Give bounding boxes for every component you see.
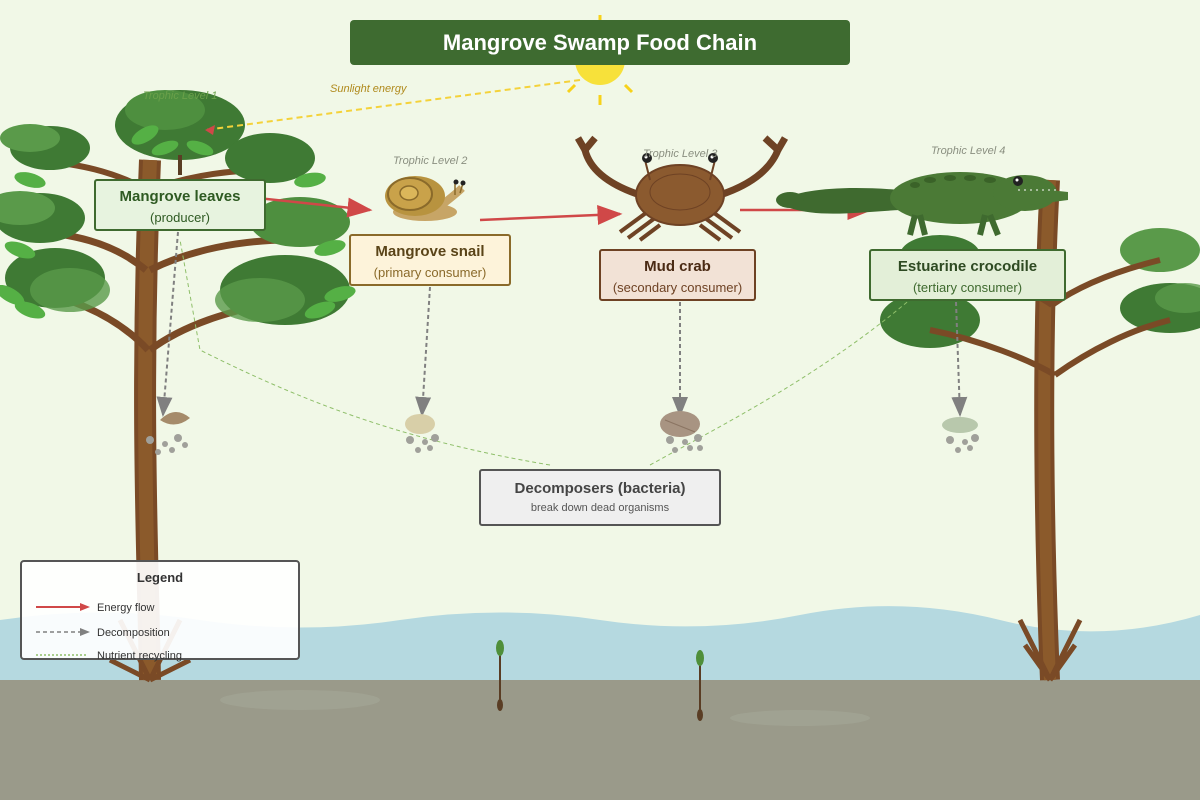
mangrove-leaves-box: Mangrove leaves (producer): [94, 179, 266, 231]
page-title: Mangrove Swamp Food Chain: [350, 20, 850, 65]
organism-role: (primary consumer): [373, 265, 487, 280]
sunlight-energy-label: Sunlight energy: [330, 83, 407, 95]
sunlight-ray: [204, 79, 581, 131]
decomposers-name: Decomposers (bacteria): [514, 480, 686, 497]
organism-name: Estuarine crocodile: [897, 258, 1038, 275]
trophic-level-2-label: Trophic Level 2: [393, 155, 468, 167]
organism-name: Mangrove leaves: [119, 188, 241, 205]
decomposers-description: break down dead organisms: [530, 502, 670, 514]
legend-swatches: [36, 603, 90, 656]
crab-icon: [574, 135, 789, 242]
pneumatophores: [496, 640, 704, 721]
organism-role: (secondary consumer): [612, 280, 743, 295]
organism-role: (producer): [150, 210, 210, 225]
decomposition-arrows: [156, 231, 968, 417]
trophic-level-3-label: Trophic Level 3: [643, 148, 718, 160]
legend-item-energy-flow: Energy flow: [97, 602, 155, 614]
mud-crab-box: Mud crab (secondary consumer): [599, 249, 756, 301]
estuarine-crocodile-box: Estuarine crocodile (tertiary consumer): [869, 249, 1066, 301]
crocodile-icon: [776, 172, 1068, 237]
water: [0, 606, 1200, 690]
organism-name: Mud crab: [644, 258, 711, 275]
trophic-level-1-label: Trophic Level 1: [143, 90, 218, 102]
decaying-remains: [146, 411, 979, 455]
legend-item-nutrient-recycling: Nutrient recycling: [97, 650, 182, 662]
organism-name: Mangrove snail: [375, 243, 485, 260]
legend: Legend Energy flow Decomposition Nutrien…: [20, 560, 300, 662]
trophic-level-4-label: Trophic Level 4: [931, 145, 1006, 157]
legend-title: Legend: [136, 570, 184, 585]
mangrove-snail-box: Mangrove snail (primary consumer): [349, 234, 511, 286]
snail-icon: [385, 176, 466, 221]
decomposers-box: Decomposers (bacteria) break down dead o…: [479, 469, 721, 526]
legend-item-decomposition: Decomposition: [97, 627, 170, 639]
organism-role: (tertiary consumer): [912, 280, 1023, 295]
mud-ground: [0, 680, 1200, 800]
